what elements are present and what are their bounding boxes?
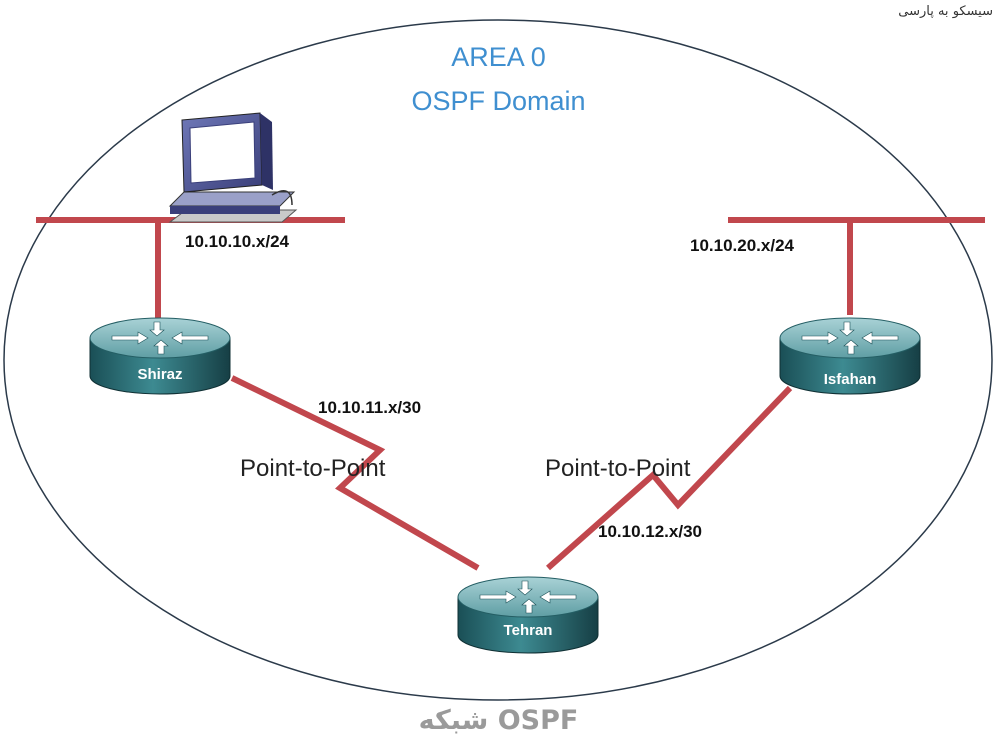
subnet-tehran-isfahan: 10.10.12.x/30 <box>598 522 702 541</box>
link-label-left: Point-to-Point <box>240 455 386 482</box>
subnet-shiraz-tehran: 10.10.11.x/30 <box>318 398 422 417</box>
router-isfahan-label: Isfahan <box>823 371 877 388</box>
router-shiraz-label: Shiraz <box>137 366 183 383</box>
router-tehran-icon <box>457 576 599 654</box>
area-subtitle: OSPF Domain <box>411 86 586 116</box>
diagram-caption: شبکه OSPF <box>418 705 579 736</box>
link-shiraz-tehran <box>230 375 480 571</box>
link-tehran-isfahan <box>546 385 793 571</box>
router-tehran-label: Tehran <box>503 622 553 639</box>
pc-icon <box>168 112 298 223</box>
subnet-isfahan-lan: 10.10.20.x/24 <box>690 236 794 255</box>
area-title: AREA 0 <box>451 42 546 72</box>
link-label-right: Point-to-Point <box>545 455 691 482</box>
subnet-shiraz-lan: 10.10.10.x/24 <box>185 232 289 251</box>
watermark-text: سیسکو به پارسی <box>898 4 993 19</box>
area-0-boundary <box>3 19 993 701</box>
